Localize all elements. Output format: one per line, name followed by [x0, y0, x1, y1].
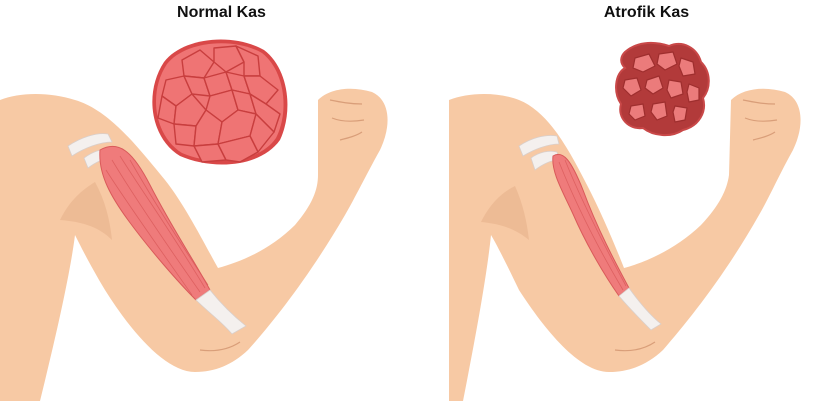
atrophic-cross-section [616, 43, 709, 135]
panel-atrophic-muscle: Atrofik Kas [419, 0, 838, 401]
panel-normal-muscle: Normal Kas [0, 0, 419, 401]
normal-arm-illustration [0, 0, 419, 401]
arm-skin [449, 89, 801, 401]
normal-cross-section [152, 40, 287, 165]
atrophic-arm-illustration [419, 0, 838, 401]
